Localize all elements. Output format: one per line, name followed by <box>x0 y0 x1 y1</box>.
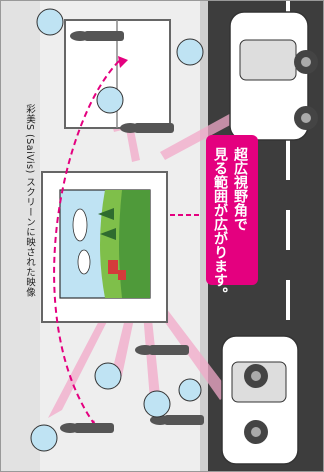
curb <box>200 0 208 472</box>
screen-image <box>59 189 151 299</box>
callout-box: 超広視野角で 見る範囲が広がります。 <box>206 135 258 301</box>
callout-line-1: 超広視野角で <box>232 147 248 231</box>
callout-line-2: 見る範囲が広がります。 <box>212 147 228 301</box>
pedestrians <box>60 31 204 433</box>
screen-caption: 彩美S (SaiVis) スクリーンに映された映像 <box>24 104 35 298</box>
building-wall <box>0 0 40 472</box>
car-bottom <box>221 335 299 465</box>
arc-arrowhead-top <box>118 56 128 68</box>
viewing-range-arc <box>53 59 121 426</box>
car-top <box>229 11 318 141</box>
thought-bubbles <box>30 8 204 452</box>
